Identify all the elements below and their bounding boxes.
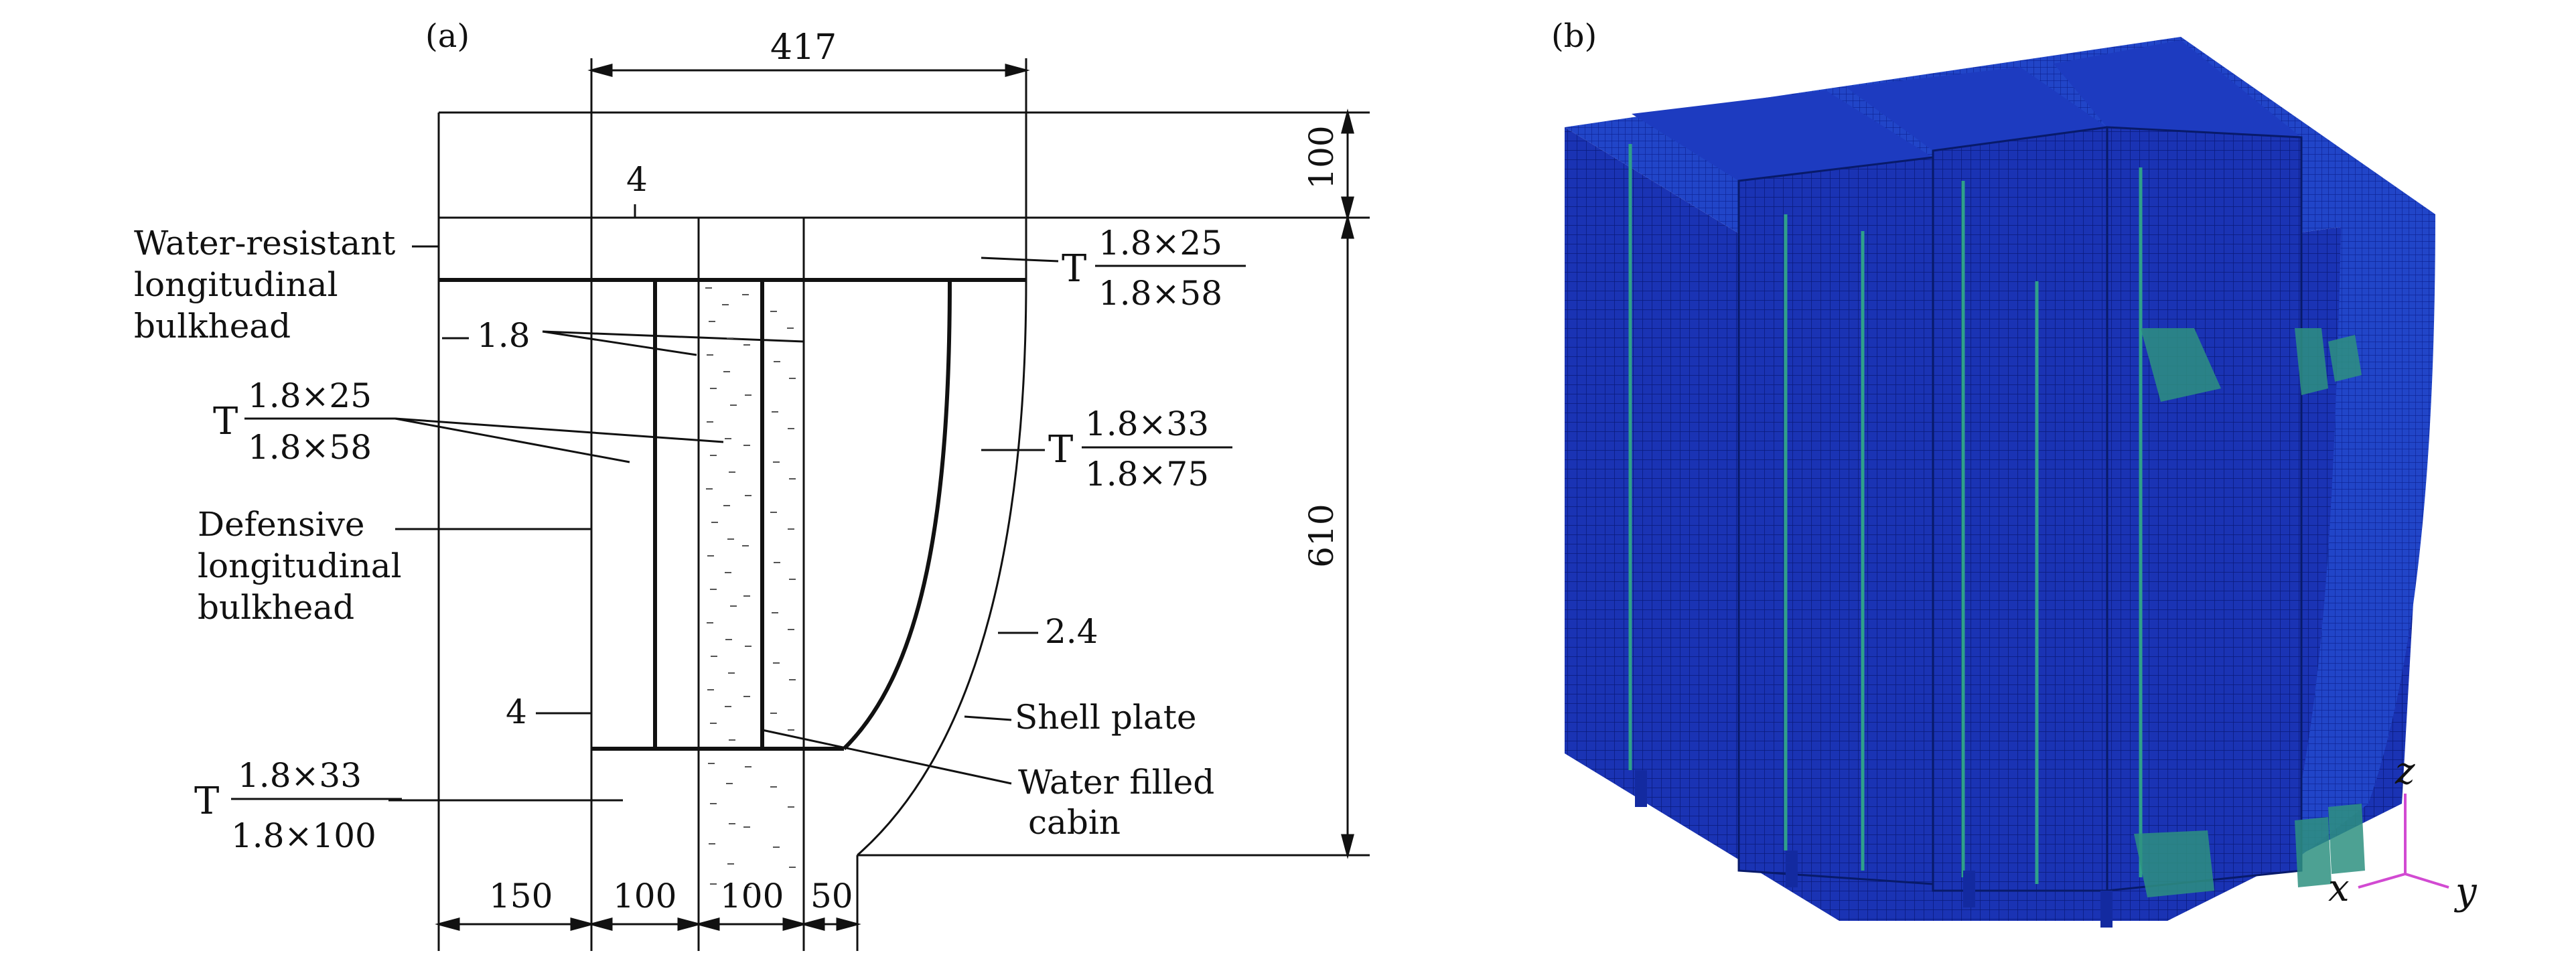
svg-text:1.8×33: 1.8×33 bbox=[1085, 404, 1209, 443]
svg-text:1.8×58: 1.8×58 bbox=[248, 428, 372, 467]
svg-text:1.8×58: 1.8×58 bbox=[1098, 274, 1222, 313]
shell-plate-label: Shell plate bbox=[1015, 698, 1196, 737]
panel-label-b: (b) bbox=[1551, 17, 1597, 55]
bottom-dim-1: 150 bbox=[489, 877, 553, 915]
t-section-bottom-left: T 1.8×33 1.8×100 bbox=[194, 756, 402, 855]
defensive-line2: longitudinal bbox=[198, 546, 402, 585]
dim-height-100: 100 bbox=[1302, 125, 1341, 189]
svg-text:T: T bbox=[213, 400, 238, 443]
svg-text:1.8×33: 1.8×33 bbox=[238, 756, 362, 795]
axis-x-label: x bbox=[2328, 867, 2350, 910]
svg-text:1.8×75: 1.8×75 bbox=[1085, 455, 1209, 494]
bottom-stubs bbox=[1635, 770, 2113, 928]
water-resistant-line2: longitudinal bbox=[134, 265, 338, 304]
bottom-dim-3: 100 bbox=[720, 877, 784, 915]
shell-curve bbox=[2281, 208, 2435, 871]
panel-label-a: (a) bbox=[425, 17, 470, 55]
thickness-shell: 2.4 bbox=[1045, 612, 1098, 651]
t-section-upper-right: T 1.8×25 1.8×58 bbox=[1062, 224, 1246, 313]
fe-mesh-model: (b) bbox=[1551, 17, 2478, 928]
svg-text:1.8×25: 1.8×25 bbox=[248, 376, 372, 415]
dim-width-417: 417 bbox=[770, 27, 837, 68]
svg-text:1.8×100: 1.8×100 bbox=[231, 816, 376, 855]
water-cabin-hatching bbox=[705, 287, 796, 888]
t-section-left: T 1.8×25 1.8×58 bbox=[213, 376, 395, 467]
bottom-dim-4: 50 bbox=[810, 877, 853, 915]
bottom-dim-2: 100 bbox=[613, 877, 676, 915]
svg-text:T: T bbox=[1062, 247, 1086, 291]
svg-text:T: T bbox=[194, 780, 219, 823]
defensive-line1: Defensive bbox=[198, 505, 364, 544]
axis-z-label: z bbox=[2394, 749, 2415, 793]
thickness-deck: 4 bbox=[626, 160, 648, 199]
axis-y-label: y bbox=[2453, 870, 2478, 913]
water-resistant-line3: bulkhead bbox=[134, 307, 291, 346]
water-resistant-line1: Water-resistant bbox=[134, 224, 395, 263]
svg-text:1.8×25: 1.8×25 bbox=[1098, 224, 1222, 263]
cutout-cells bbox=[2134, 328, 2365, 897]
cross-section-drawing: (a) 417 100 610 4 4 1.8 2.4 Water-resist… bbox=[134, 17, 1370, 951]
dim-height-610: 610 bbox=[1302, 504, 1341, 567]
thickness-web: 1.8 bbox=[477, 316, 530, 355]
water-cabin-line2: cabin bbox=[1028, 803, 1121, 842]
defensive-line3: bulkhead bbox=[198, 588, 354, 627]
water-cabin-line1: Water filled bbox=[1018, 763, 1214, 802]
svg-text:T: T bbox=[1048, 428, 1073, 471]
thickness-bottom: 4 bbox=[506, 692, 527, 731]
axis-triad bbox=[2358, 794, 2449, 889]
t-section-right-mid: T 1.8×33 1.8×75 bbox=[1048, 404, 1232, 494]
stiffeners bbox=[1628, 144, 2143, 884]
